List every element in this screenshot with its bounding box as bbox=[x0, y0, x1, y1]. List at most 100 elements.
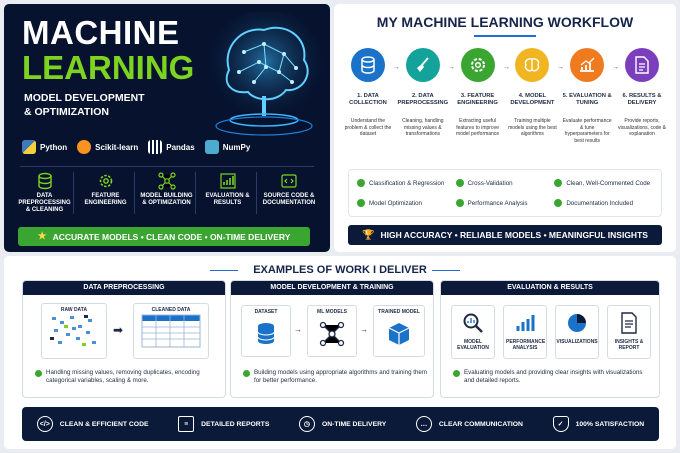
tech-scikit-learn: Scikit-learn bbox=[77, 140, 138, 154]
bar-chart-icon bbox=[219, 173, 236, 189]
workflow-panel: MY MACHINE LEARNING WORKFLOW 1. DATA COL… bbox=[334, 4, 676, 252]
database-icon bbox=[351, 48, 385, 82]
feature-data-preprocessing: DATA PREPROCESSING & CLEANING bbox=[16, 172, 74, 214]
cleaned-data-box: CLEANED DATA bbox=[133, 303, 209, 359]
workflow-step-4: 4. MODEL DEVELOPMENT Training multiple m… bbox=[506, 48, 558, 144]
step-label: 6. RESULTS & DELIVERY bbox=[622, 93, 662, 106]
performance-analysis-box: PERFORMANCE ANALYSIS bbox=[503, 305, 547, 359]
trained-model-box: TRAINED MODEL bbox=[373, 305, 425, 357]
model-evaluation-box: MODEL EVALUATION bbox=[451, 305, 495, 359]
title-underline bbox=[474, 35, 536, 37]
broom-icon bbox=[405, 48, 440, 82]
hero-features: DATA PREPROCESSING & CLEANING FEATURE EN… bbox=[16, 172, 318, 214]
capability-item: Model Optimization bbox=[357, 196, 456, 210]
workflow-step-3: 3. FEATURE ENGINEERING Extracting useful… bbox=[452, 48, 504, 144]
tech-stack: Python Scikit-learn Pandas NumPy bbox=[22, 140, 250, 154]
dataset-box: DATASET bbox=[241, 305, 291, 357]
hero-title-line2: LEARNING bbox=[22, 49, 195, 86]
step-label: 1. DATA COLLECTION bbox=[349, 93, 387, 106]
guarantees-bar: </>CLEAN & EFFICIENT CODE ≡DETAILED REPO… bbox=[22, 407, 659, 441]
arrow-right-icon: → bbox=[294, 325, 302, 334]
capability-item: Documentation Included bbox=[554, 196, 653, 210]
tech-numpy: NumPy bbox=[204, 140, 250, 154]
step-label: 3. FEATURE ENGINEERING bbox=[457, 93, 498, 106]
document-icon bbox=[621, 312, 637, 334]
workflow-step-5: 5. EVALUATION & TUNING Evaluate performa… bbox=[561, 48, 613, 144]
shield-check-icon: ✓ bbox=[552, 416, 569, 432]
check-icon bbox=[554, 199, 563, 207]
table-icon bbox=[141, 314, 201, 348]
hero-subtitle-line1: MODEL DEVELOPMENT bbox=[24, 92, 145, 104]
ml-models-box: ML MODELS bbox=[307, 305, 357, 357]
guarantee-clean-code: </>CLEAN & EFFICIENT CODE bbox=[36, 416, 149, 432]
workflow-step-1: 1. DATA COLLECTION Understand the proble… bbox=[342, 48, 394, 144]
guarantee-on-time: ◷ON-TIME DELIVERY bbox=[298, 416, 386, 432]
guarantee-satisfaction: ✓100% SATISFACTION bbox=[552, 416, 644, 432]
step-desc: Provide reports, visualizations, code & … bbox=[617, 118, 667, 137]
card-description: Handling missing values, removing duplic… bbox=[35, 369, 221, 385]
workflow-banner: 🏆 HIGH ACCURACY • RELIABLE MODELS • MEAN… bbox=[348, 225, 662, 245]
arrow-right-icon: → bbox=[360, 325, 368, 334]
card-title: MODEL DEVELOPMENT & TRAINING bbox=[231, 281, 433, 295]
tech-python: Python bbox=[22, 140, 67, 154]
check-icon bbox=[357, 199, 365, 207]
scatter-icon bbox=[50, 315, 96, 346]
card-description: Evaluating models and providing clear in… bbox=[453, 369, 653, 385]
example-card-preprocessing: DATA PREPROCESSING RAW DATA ➡ CLEANED DA… bbox=[22, 280, 226, 398]
document-icon bbox=[624, 48, 659, 82]
check-icon bbox=[35, 370, 42, 377]
capability-item: Performance Analysis bbox=[455, 196, 555, 210]
check-icon bbox=[455, 179, 464, 187]
visualizations-box: VISUALIZATIONS bbox=[555, 305, 599, 359]
pandas-icon bbox=[148, 140, 163, 154]
cube-icon bbox=[388, 323, 410, 345]
guarantee-communication: …CLEAR COMMUNICATION bbox=[415, 416, 523, 432]
raw-data-box: RAW DATA bbox=[41, 303, 107, 359]
pie-chart-icon bbox=[568, 314, 586, 332]
card-title: DATA PREPROCESSING bbox=[23, 281, 225, 295]
code-icon bbox=[281, 174, 297, 188]
network-icon bbox=[157, 172, 176, 190]
example-card-evaluation: EVALUATION & RESULTS MODEL EVALUATION PE… bbox=[440, 280, 660, 398]
hero-panel: MACHINE LEARNING MODEL DEVELOPMENT & OPT… bbox=[4, 4, 330, 252]
network-icon bbox=[319, 321, 345, 347]
step-desc: Training multiple models using the best … bbox=[508, 118, 557, 137]
capability-item: Clean, Well-Commented Code bbox=[554, 176, 653, 190]
step-label: 4. MODEL DEVELOPMENT bbox=[510, 93, 555, 106]
check-icon bbox=[554, 179, 563, 187]
card-description: Building models using appropriate algori… bbox=[243, 369, 429, 385]
database-icon bbox=[37, 172, 52, 190]
check-icon bbox=[357, 179, 365, 187]
workflow-banner-text: HIGH ACCURACY • RELIABLE MODELS • MEANIN… bbox=[380, 230, 648, 240]
feature-model-building: MODEL BUILDING & OPTIMIZATION bbox=[138, 172, 196, 214]
step-desc: Cleaning, handling missing values & tran… bbox=[402, 118, 444, 137]
hero-banner-text: ACCURATE MODELS • CLEAN CODE • ON-TIME D… bbox=[52, 231, 291, 242]
title-line-left bbox=[210, 270, 238, 271]
arrow-right-icon: → bbox=[503, 64, 510, 71]
feature-source-code: SOURCE CODE & DOCUMENTATION bbox=[260, 172, 318, 214]
scikit-learn-icon bbox=[77, 140, 92, 154]
numpy-icon bbox=[204, 140, 219, 154]
feature-engineering: FEATURE ENGINEERING bbox=[77, 172, 135, 214]
brain-icon bbox=[515, 48, 550, 82]
arrow-right-icon: → bbox=[612, 64, 619, 71]
arrow-right-icon: → bbox=[448, 64, 455, 71]
step-label: 5. EVALUATION & TUNING bbox=[562, 93, 612, 106]
examples-title: EXAMPLES OF WORK I DELIVER bbox=[253, 264, 427, 276]
hero-subtitle: MODEL DEVELOPMENT & OPTIMIZATION bbox=[24, 91, 145, 119]
insights-report-box: INSIGHTS & REPORT bbox=[607, 305, 651, 359]
tech-pandas: Pandas bbox=[148, 140, 195, 154]
step-desc: Evaluate performance & tune hyperparamet… bbox=[562, 118, 612, 144]
trophy-icon: 🏆 bbox=[362, 229, 375, 241]
star-icon: ★ bbox=[37, 231, 47, 242]
step-label: 2. DATA PREPROCESSING bbox=[397, 93, 449, 106]
step-desc: Understand the problem & collect the dat… bbox=[344, 118, 392, 137]
magnifier-icon bbox=[463, 313, 483, 333]
arrow-right-icon: → bbox=[557, 64, 564, 71]
divider bbox=[20, 166, 314, 167]
arrow-right-icon: → bbox=[393, 64, 400, 71]
guarantee-detailed-reports: ≡DETAILED REPORTS bbox=[178, 416, 269, 432]
hero-title-line1: MACHINE bbox=[22, 14, 180, 51]
check-icon bbox=[455, 199, 464, 207]
brain-icon bbox=[208, 12, 324, 136]
